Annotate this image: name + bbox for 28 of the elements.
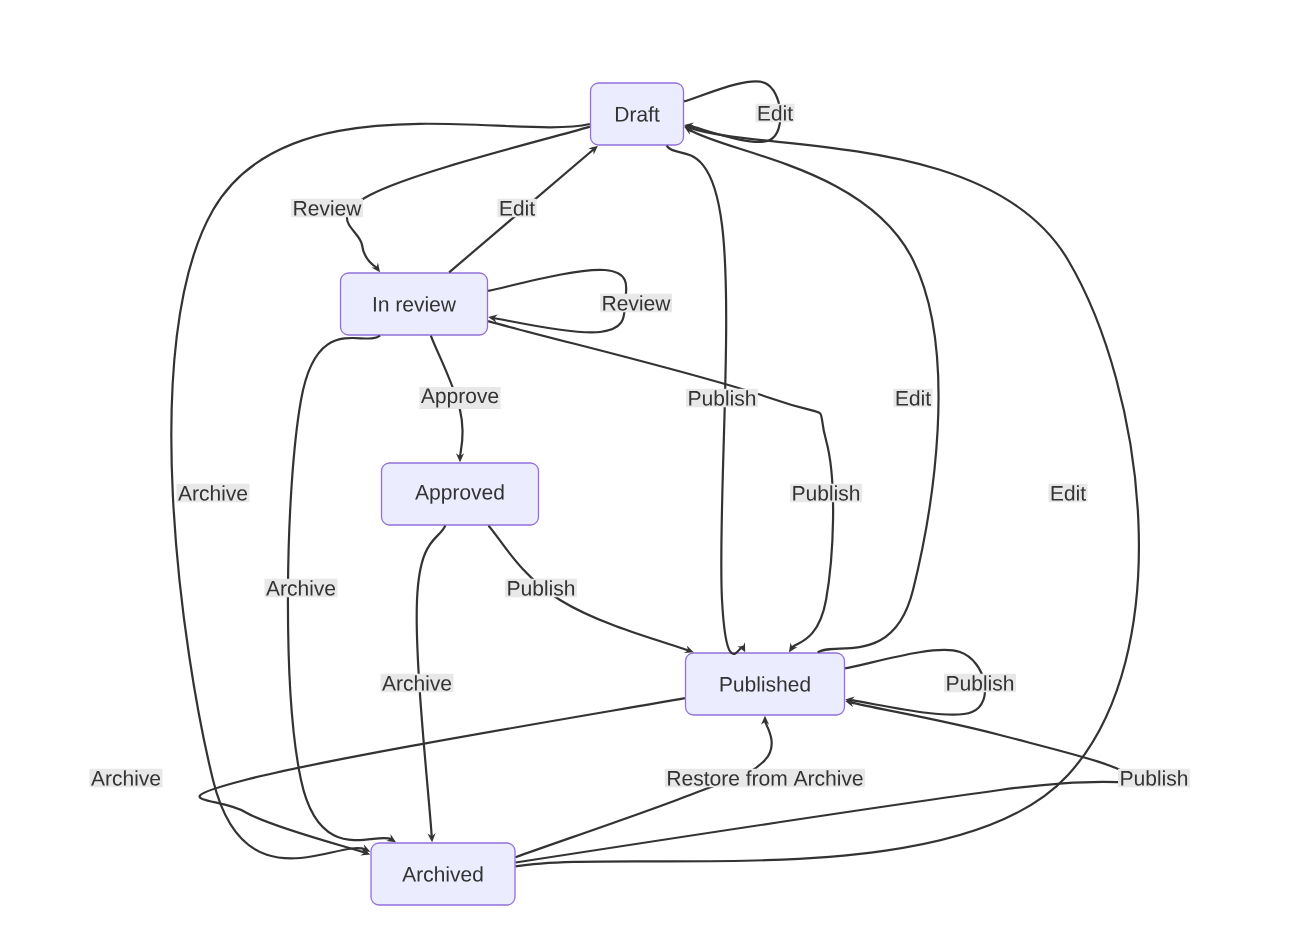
- arrow: [199, 697, 686, 856]
- edge-label: Edit: [1048, 483, 1088, 503]
- edge-label: Publish: [505, 578, 577, 598]
- arrow: [683, 80, 782, 144]
- arrow: [844, 648, 986, 716]
- edge-label: Publish: [686, 388, 758, 408]
- edge-label: Archive: [89, 768, 163, 788]
- edge-label: Publish: [790, 483, 862, 503]
- edge-label: Archive: [176, 483, 250, 503]
- arrow: [170, 122, 590, 860]
- edge-label: Publish: [1118, 768, 1190, 788]
- edge-label: Approve: [419, 387, 501, 409]
- state-box: Approved: [380, 462, 540, 526]
- edge-label: Review: [600, 293, 672, 313]
- state-box: Archived: [370, 842, 516, 906]
- arrow: [487, 268, 628, 334]
- state-box: Draft: [589, 82, 685, 146]
- arrow: [665, 144, 746, 655]
- state-box: Published: [684, 652, 846, 716]
- edge-label: Edit: [755, 103, 795, 123]
- edge-label: Restore from Archive: [664, 768, 866, 788]
- state-box: In review: [339, 272, 489, 336]
- edge-label: Publish: [944, 673, 1016, 693]
- edge-label: Review: [291, 198, 363, 218]
- edge-label: Archive: [264, 578, 338, 598]
- edge-label: Edit: [893, 388, 933, 408]
- edge-label: Archive: [380, 673, 454, 693]
- edge-label: Edit: [497, 198, 537, 218]
